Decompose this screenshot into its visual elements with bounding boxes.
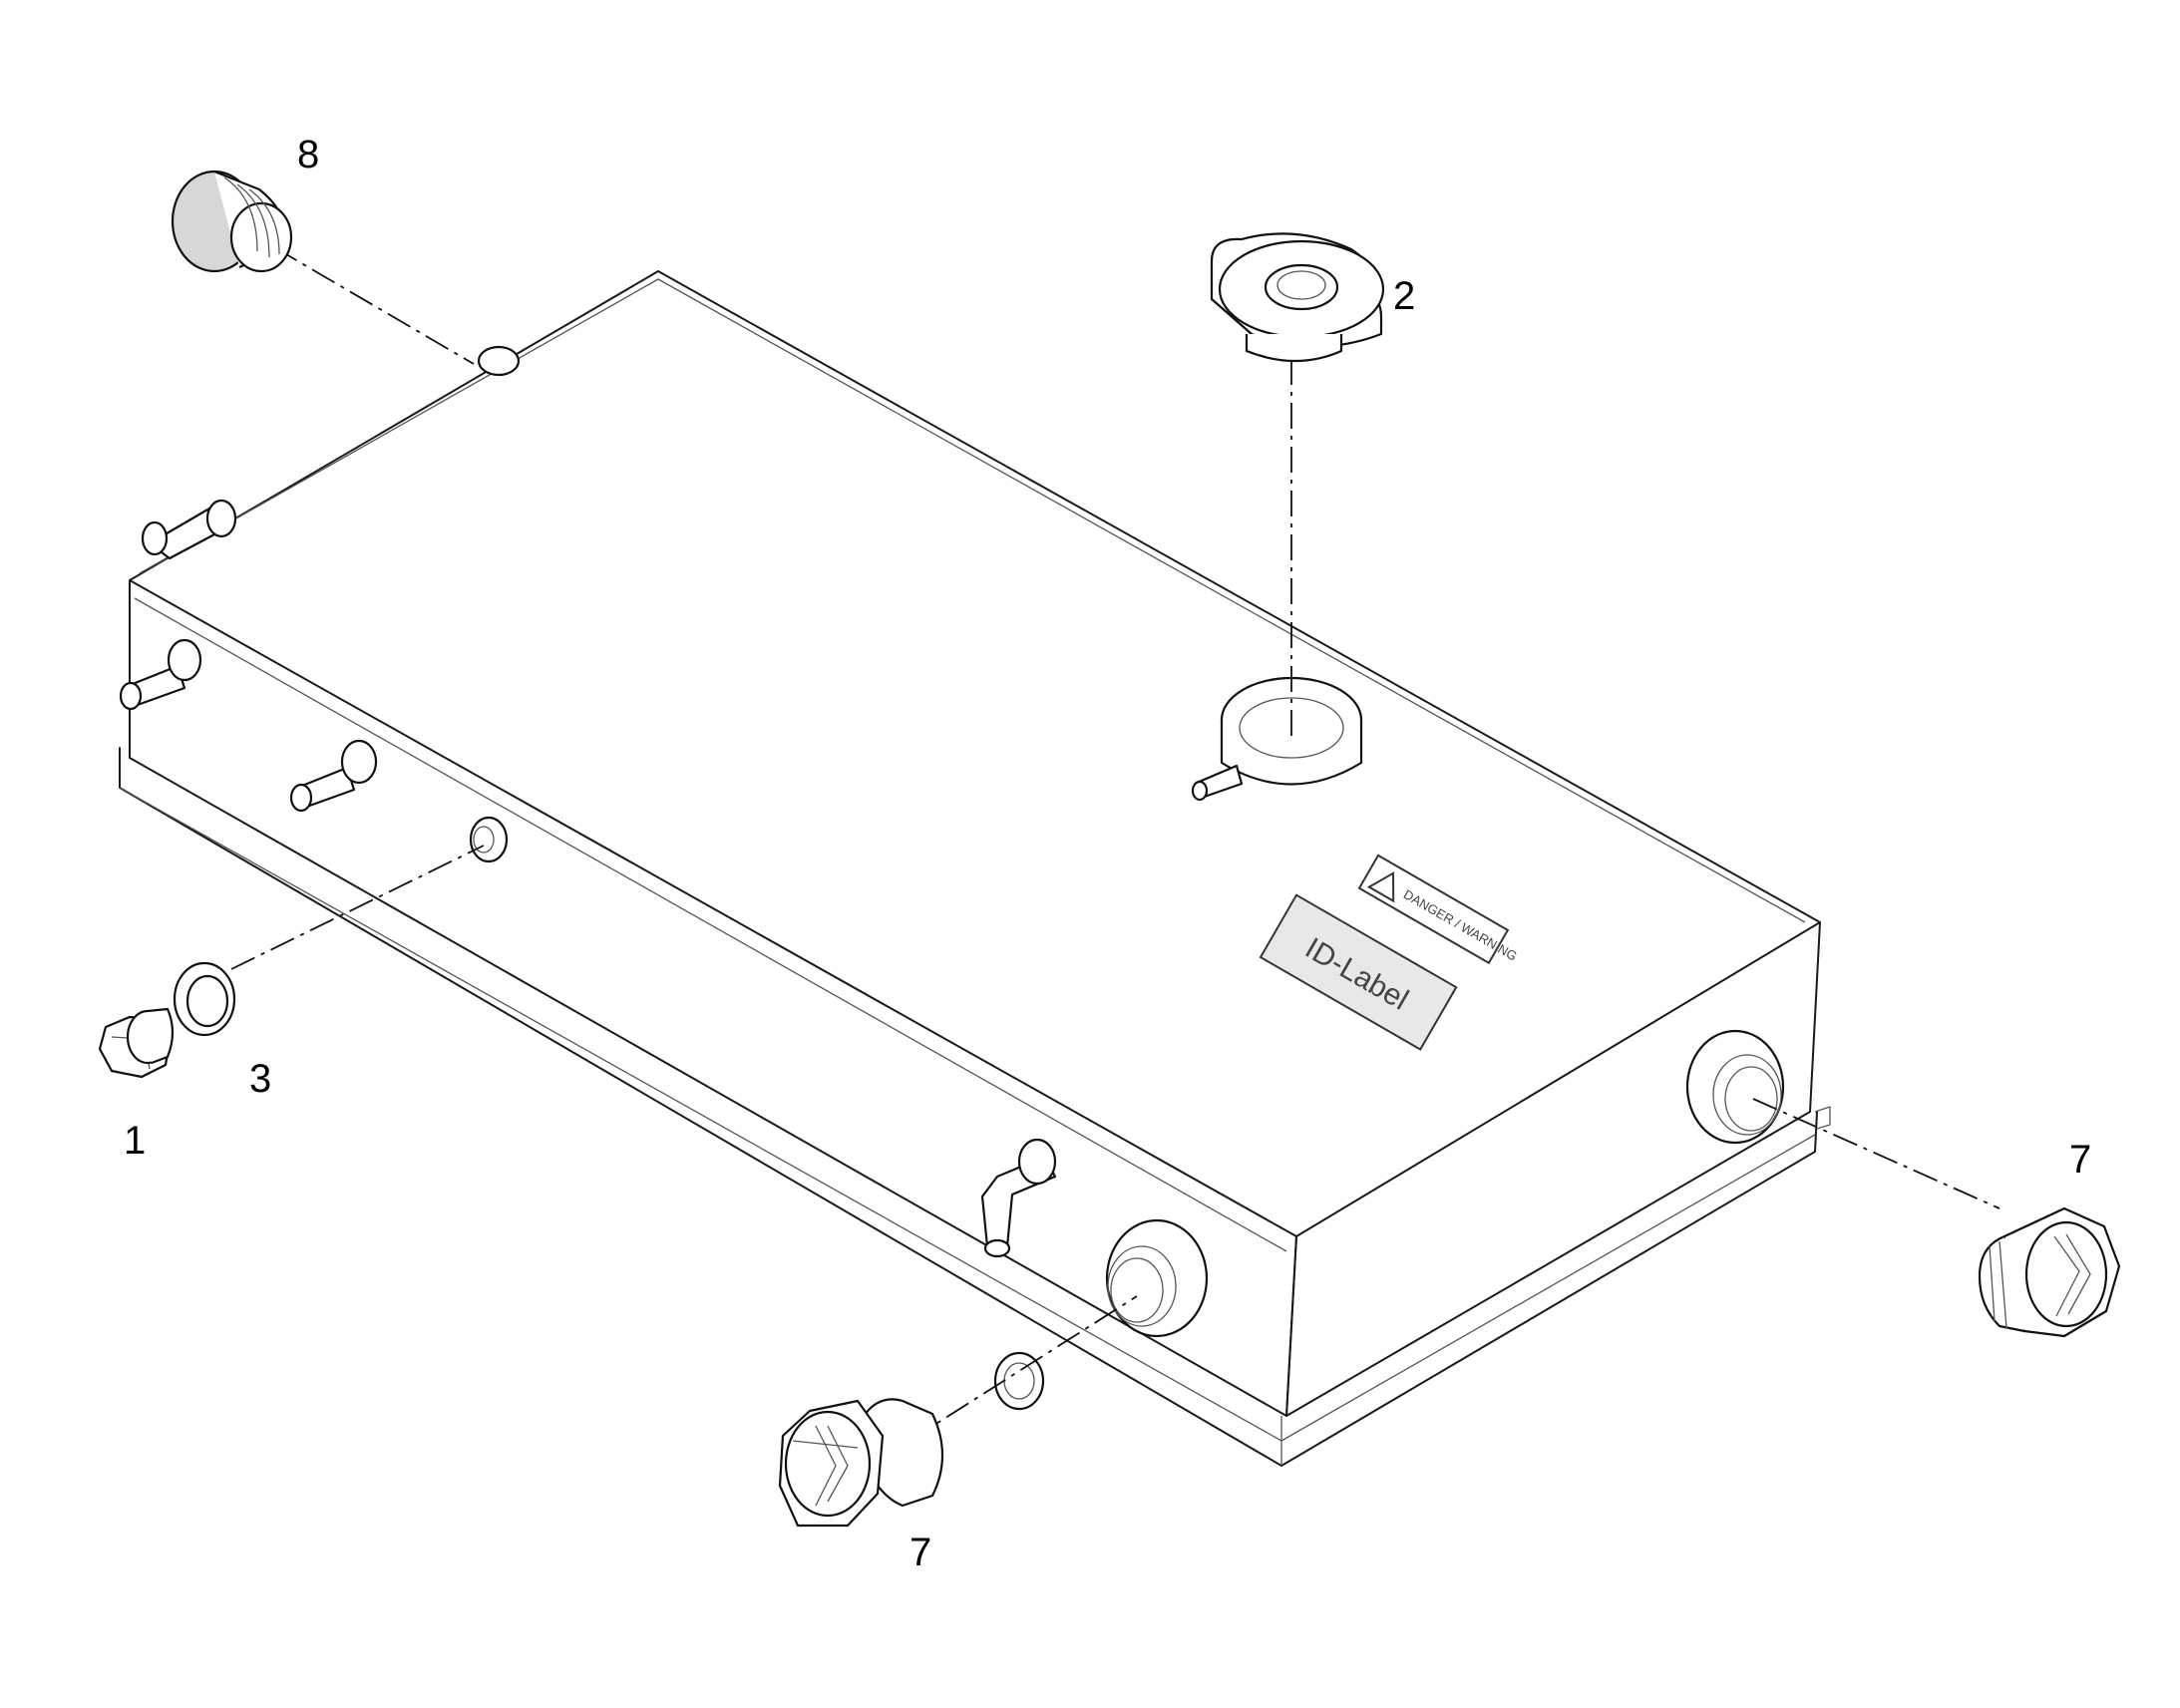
callout-7-right: 7 [2069, 1138, 2091, 1182]
tank-fittings [119, 345, 1785, 1411]
tank-base-flange [119, 747, 1818, 1467]
part-7-fitting-lower[interactable] [778, 1398, 944, 1528]
leader-8 [273, 246, 475, 365]
leader-7a [908, 1295, 1138, 1442]
callout-labels: 8 2 3 1 7 7 [124, 133, 2091, 1574]
tank-top-face [129, 270, 1821, 1237]
part-8-threaded-plug[interactable] [171, 170, 293, 273]
callout-8: 8 [297, 133, 319, 176]
leader-3 [230, 845, 485, 970]
callout-3: 3 [249, 1057, 271, 1101]
part-7-fitting-right[interactable] [1978, 1206, 2121, 1338]
leader-7b [1752, 1098, 2000, 1209]
callout-1: 1 [124, 1119, 146, 1163]
reservoir-tank [119, 270, 1831, 1467]
part-3-sealing-ring[interactable] [173, 961, 236, 1037]
tank-right-side [1285, 921, 1821, 1417]
callout-2: 2 [1393, 274, 1415, 318]
callout-7-lower: 7 [909, 1531, 931, 1574]
part-2-filler-cap[interactable] [1210, 232, 1385, 363]
part-1-drain-plug[interactable] [98, 1007, 175, 1079]
leader-lines [230, 246, 2000, 1442]
warning-label-text: DANGER / WARNING [1401, 886, 1520, 963]
